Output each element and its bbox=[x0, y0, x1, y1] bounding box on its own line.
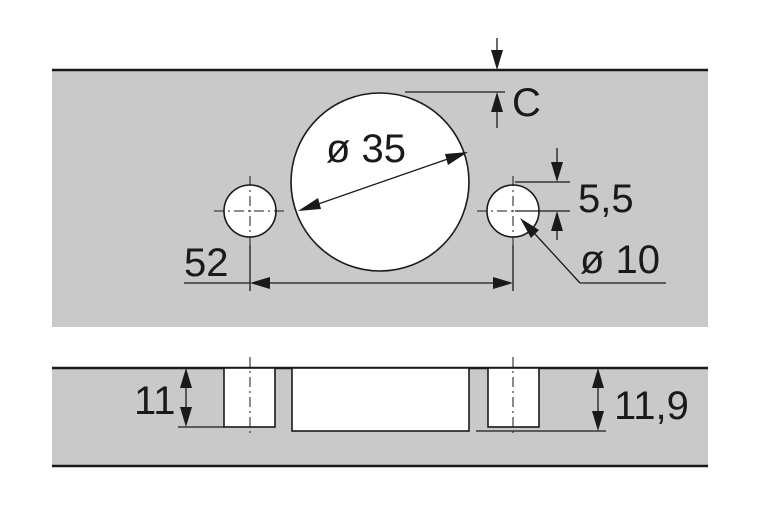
small-bore-depth-label: 11 bbox=[134, 379, 176, 423]
diameter-arrow-right bbox=[445, 152, 468, 165]
big-bore bbox=[291, 367, 470, 432]
big-hole-diameter-dimension: ø 35 bbox=[298, 127, 468, 211]
big-bore-depth-dimension: 11,9 bbox=[476, 368, 689, 432]
big-bore-depth-label: 11,9 bbox=[614, 384, 689, 428]
edge-distance-label: C bbox=[512, 81, 541, 125]
small-bore-depth-dimension: 11 bbox=[134, 368, 224, 428]
small-hole-diameter-label: ø 10 bbox=[580, 238, 660, 282]
hole-offset-label: 5,5 bbox=[578, 177, 634, 221]
diameter-arrow-left bbox=[298, 198, 321, 211]
section-view: 11 11,9 bbox=[52, 357, 708, 468]
hole-offset-dimension: 5,5 bbox=[515, 148, 634, 240]
top-view: ø 35 C 5,5 ø 10 bbox=[52, 38, 708, 327]
hole-spacing-label: 52 bbox=[184, 241, 229, 285]
hole-spacing-dimension: 52 bbox=[184, 241, 514, 291]
big-hole-diameter-label: ø 35 bbox=[326, 127, 406, 171]
small-hole-diameter-leader: ø 10 bbox=[520, 218, 666, 284]
edge-distance-dimension: C bbox=[405, 38, 541, 128]
